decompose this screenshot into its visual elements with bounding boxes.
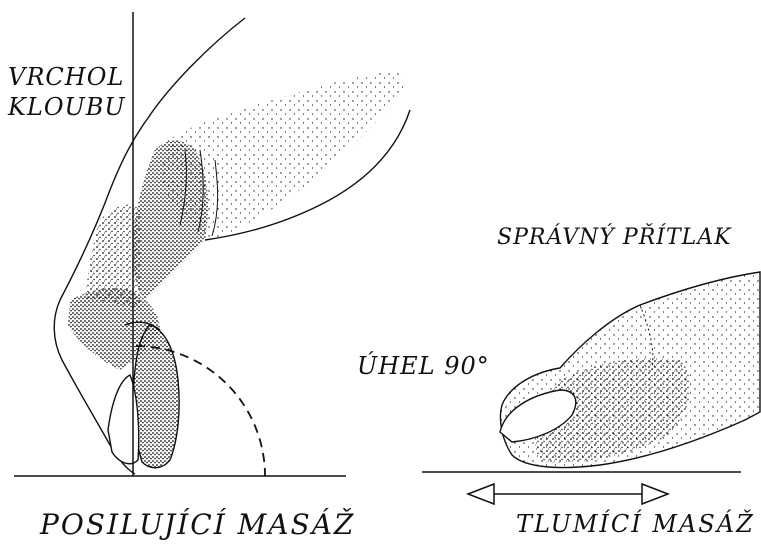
angle-label: ÚHEL 90° — [357, 352, 490, 380]
strengthening-massage-caption: POSILUJÍCÍ MASÁŽ — [40, 508, 355, 541]
finger-flat-press-icon — [500, 272, 760, 468]
joint-apex-label: VRCHOL KLOUBU — [8, 62, 126, 122]
damping-massage-caption: TLUMÍCÍ MASÁŽ — [516, 510, 755, 538]
joint-apex-label-line1: VRCHOL — [8, 62, 126, 92]
correct-pressure-label: SPRÁVNÝ PŘÍTLAK — [497, 225, 732, 250]
joint-apex-label-line2: KLOUBU — [8, 92, 126, 122]
double-headed-arrow-icon — [468, 484, 668, 504]
